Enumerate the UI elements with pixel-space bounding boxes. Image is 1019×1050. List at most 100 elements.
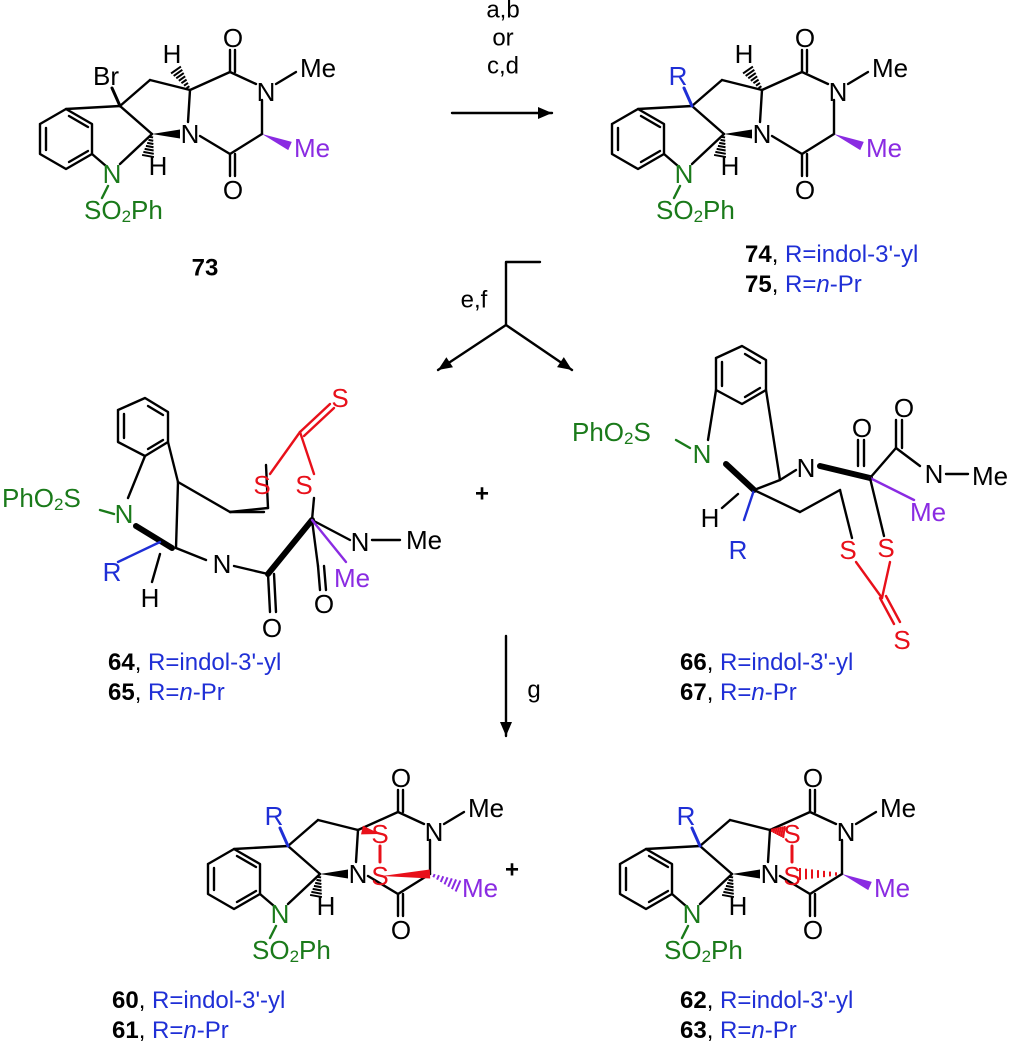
substituent-bond [742, 488, 756, 522]
methyl-label: Me [910, 497, 946, 527]
bond-ring [690, 132, 726, 166]
nitrogen-label: N [761, 859, 780, 889]
thiocarbonyl-bond [298, 430, 316, 476]
bromine-label: Br [93, 61, 119, 91]
reagent-label: or [492, 25, 513, 52]
wedge-bond [732, 869, 760, 879]
wedge-bond [262, 134, 292, 151]
label-part: 2 [54, 495, 63, 514]
oxygen-label: O [223, 23, 243, 53]
bond-ring [778, 874, 812, 896]
methyl-label: Me [880, 793, 916, 823]
bond-ring [698, 818, 732, 848]
nitrogen-label: N [271, 899, 290, 929]
benzene-ring [116, 396, 170, 458]
bond [150, 552, 162, 584]
hydrogen-label: H [163, 39, 182, 69]
reaction-arrow-3-head [500, 722, 512, 736]
compound-label-63: 63, R=n-Pr [680, 1017, 797, 1044]
bond-ring [118, 132, 154, 166]
label-part: , [772, 241, 785, 268]
sulfur-label: S [295, 470, 312, 500]
label-part: 60 [112, 987, 139, 1014]
oxygen-label: O [314, 589, 334, 619]
label-part: , [135, 679, 148, 706]
sulfur-label: S [783, 861, 800, 891]
sulfonyl-label: SO2Ph [252, 935, 331, 966]
nitrogen-label: N [683, 899, 702, 929]
branch-line [504, 260, 542, 327]
hash-stroke [745, 69, 755, 77]
hash-stroke [729, 875, 734, 879]
hash-stroke [143, 150, 154, 155]
methyl-label: Me [866, 133, 902, 163]
bond [310, 496, 316, 522]
benzene-double-bond [639, 149, 662, 164]
bond [868, 446, 898, 480]
bond-ring [758, 88, 764, 124]
compound-label-60: 60, R=indol-3'-yl [112, 987, 285, 1014]
benzene-ring [618, 847, 674, 911]
methyl-label: Me [300, 53, 336, 83]
wedge-bond [361, 825, 380, 835]
nitrogen-label: N [257, 77, 276, 107]
hash-stroke [752, 78, 760, 85]
compound-label-65: 65, R=n-Pr [108, 679, 225, 706]
methyl-bond [310, 518, 348, 564]
thiocarbonyl-bond [878, 596, 896, 626]
sulfonyl-bond [100, 184, 110, 200]
compound-label-75: 75, R=n-Pr [745, 271, 862, 298]
hash-stroke [717, 144, 726, 149]
hash-stroke [317, 875, 322, 879]
label-part: , [135, 649, 148, 676]
substituent-bond [690, 826, 702, 848]
hash-stroke [755, 82, 761, 87]
bond [264, 463, 270, 510]
hash-stroke [144, 147, 154, 152]
nitrogen-label: N [925, 459, 944, 489]
benzene-double-bond [235, 854, 258, 869]
bond-ring [186, 88, 192, 124]
sulfonyl-bond [674, 438, 692, 450]
nitrogen-label: N [351, 527, 370, 557]
bond-ring [720, 78, 764, 92]
hash-stroke [432, 873, 436, 878]
label-part: R=indol-3'-yl [720, 987, 853, 1014]
nitrogen-label: N [753, 119, 772, 149]
hydrogen-label: H [141, 583, 160, 613]
benzene-double-bond [743, 386, 762, 399]
hash-stroke [180, 78, 188, 85]
hash-bond [742, 65, 762, 89]
label-part: PhO [572, 417, 624, 447]
hash-stroke [186, 85, 190, 89]
carbonyl-bond [316, 564, 322, 592]
label-part: 2 [122, 207, 131, 226]
wedge-bond [152, 129, 180, 139]
sulfur-label: S [877, 533, 894, 563]
label-part: R=indol-3'-yl [152, 987, 285, 1014]
sulfur-label: S [783, 819, 800, 849]
label-part: R= [720, 679, 751, 706]
label-part: R=indol-3'-yl [148, 649, 281, 676]
hash-stroke [147, 141, 154, 145]
r-group-label: R [729, 535, 748, 565]
oxygen-label: O [262, 613, 282, 643]
benzene-double-bond [647, 889, 670, 904]
bond [706, 388, 718, 442]
nitrogen-label: N [213, 549, 232, 579]
hash-stroke [315, 881, 322, 885]
label-part: R=indol-3'-yl [720, 649, 853, 676]
hash-stroke [723, 890, 734, 895]
sulfonyl-bond [98, 508, 116, 516]
hash-stroke [716, 147, 726, 152]
label-part: n [179, 679, 192, 706]
bond [798, 488, 842, 514]
label-part: PhO [2, 483, 54, 513]
oxygen-label: O [894, 393, 914, 423]
bond-ring [728, 818, 772, 832]
bond-ring [644, 844, 702, 851]
methyl-label: Me [972, 461, 1008, 491]
hash-bond [770, 825, 786, 839]
nitrogen-label: N [797, 453, 816, 483]
benzene-double-bond [146, 404, 165, 417]
